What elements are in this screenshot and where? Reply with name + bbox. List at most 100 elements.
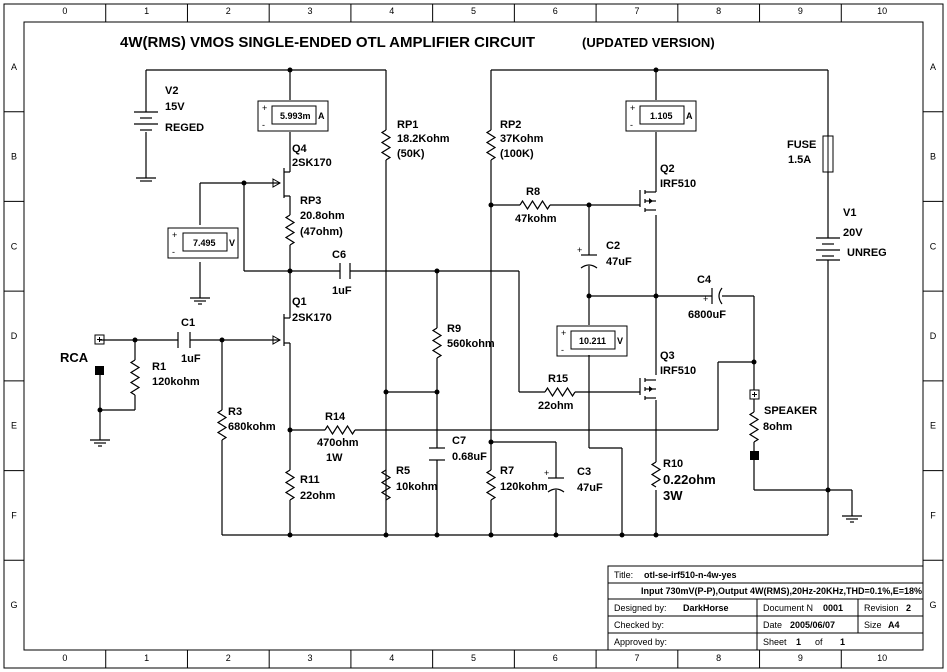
grid-row-label: F [930, 510, 936, 520]
rca-name: RCA [60, 350, 89, 365]
svg-text:+: + [262, 103, 267, 113]
rp1-name: RP1 [397, 119, 418, 131]
ammeter-1: + - 5.993m A [257, 100, 329, 132]
grid-col-label: 2 [226, 6, 231, 16]
r5-value: 10kohm [396, 481, 438, 493]
meter-1-value: 5.993m [280, 111, 311, 121]
resistor-r1 [129, 359, 141, 396]
grid-col-label: 4 [389, 653, 394, 663]
q1-name: Q1 [292, 296, 307, 308]
tb-sheet-value: 1 [796, 637, 801, 647]
tb-size-value: A4 [888, 620, 900, 630]
meter-4-unit: V [617, 336, 623, 346]
grid-col-label: 1 [144, 6, 149, 16]
c2-value: 47uF [606, 256, 632, 268]
capacitor-c1 [177, 332, 191, 348]
speaker-value: 8ohm [763, 421, 793, 433]
tb-revision-value: 2 [906, 603, 911, 613]
diagram-subtitle: (UPDATED VERSION) [582, 35, 715, 50]
rp2-value: 37Kohm [500, 133, 544, 145]
c6-name: C6 [332, 249, 346, 261]
meter-3-value: 1.105 [650, 111, 673, 121]
tb-docnum-label: Document N [763, 603, 813, 613]
svg-text:+: + [561, 328, 566, 338]
v1-note: UNREG [847, 247, 887, 259]
q4-part: 2SK170 [292, 157, 332, 169]
grid-col-label: 8 [716, 6, 721, 16]
q3-part: IRF510 [660, 365, 696, 377]
tb-checked-label: Checked by: [614, 620, 664, 630]
svg-text:-: - [561, 345, 564, 355]
resistor-rp2 [485, 129, 497, 161]
svg-text:-: - [262, 120, 265, 130]
resistor-r5 [380, 469, 392, 501]
capacitor-c3: + [544, 468, 565, 493]
grid-row-label: D [11, 331, 18, 341]
r8-value: 47kohm [515, 213, 557, 225]
resistor-r11 [284, 469, 296, 501]
grid-col-label: 1 [144, 653, 149, 663]
tb-designed-label: Designed by: [614, 603, 667, 613]
r10-name: R10 [663, 458, 683, 470]
grid-col-label: 4 [389, 6, 394, 16]
grid-col-label: 5 [471, 653, 476, 663]
q3-name: Q3 [660, 350, 675, 362]
capacitor-c2: + [577, 245, 598, 269]
r15-name: R15 [548, 373, 568, 385]
meter-2-value: 7.495 [193, 238, 216, 248]
ground-symbol [842, 515, 862, 523]
tb-spec: Input 730mV(P-P),Output 4W(RMS),20Hz-20K… [641, 586, 922, 596]
tb-of-value: 1 [840, 637, 845, 647]
speaker-load [748, 411, 760, 443]
mosfet-q2 [639, 190, 656, 212]
q2-name: Q2 [660, 163, 675, 175]
grid-row-label: G [929, 600, 936, 610]
svg-text:+: + [577, 245, 582, 255]
voltmeter-2: + - 7.495 V [167, 227, 239, 259]
grid-col-label: 10 [877, 653, 887, 663]
q2-part: IRF510 [660, 178, 696, 190]
tb-sheet-label: Sheet [763, 637, 787, 647]
grid-row-label: D [930, 331, 937, 341]
r9-name: R9 [447, 323, 461, 335]
resistor-r7 [485, 469, 497, 501]
r10-note: 3W [663, 488, 683, 503]
grid-col-label: 5 [471, 6, 476, 16]
c7-name: C7 [452, 435, 466, 447]
resistor-rp1 [380, 129, 392, 161]
c2-name: C2 [606, 240, 620, 252]
tb-date-label: Date [763, 620, 782, 630]
grid-col-label: 9 [798, 6, 803, 16]
rp2-name: RP2 [500, 119, 521, 131]
title-block [607, 565, 924, 651]
q1-part: 2SK170 [292, 312, 332, 324]
rp1-note: (50K) [397, 148, 425, 160]
c4-value: 6800uF [688, 309, 726, 321]
svg-text:+: + [544, 468, 549, 478]
grid-col-label: 2 [226, 653, 231, 663]
r7-name: R7 [500, 465, 514, 477]
tb-revision-label: Revision [864, 603, 899, 613]
c3-value: 47uF [577, 482, 603, 494]
r8-name: R8 [526, 186, 540, 198]
tb-docnum-value: 0001 [823, 603, 843, 613]
rp3-name: RP3 [300, 195, 321, 207]
meter-4-value: 10.211 [579, 336, 606, 346]
meter-3-unit: A [686, 111, 693, 121]
tb-size-label: Size [864, 620, 882, 630]
rp2-note: (100K) [500, 148, 534, 160]
grid-row-label: E [11, 421, 17, 431]
r1-name: R1 [152, 361, 166, 373]
r11-value: 22ohm [300, 490, 336, 502]
tb-title-value: otl-se-irf510-n-4w-yes [644, 570, 737, 580]
grid-col-label: 3 [308, 6, 313, 16]
svg-text:+: + [703, 294, 708, 304]
grid-col-label: 10 [877, 6, 887, 16]
fuse-name: FUSE [787, 139, 816, 151]
diagram-title: 4W(RMS) VMOS SINGLE-ENDED OTL AMPLIFIER … [120, 34, 535, 51]
v1-value: 20V [843, 227, 863, 239]
v2-value: 15V [165, 101, 185, 113]
tb-approved-label: Approved by: [614, 637, 667, 647]
c1-value: 1uF [181, 353, 201, 365]
